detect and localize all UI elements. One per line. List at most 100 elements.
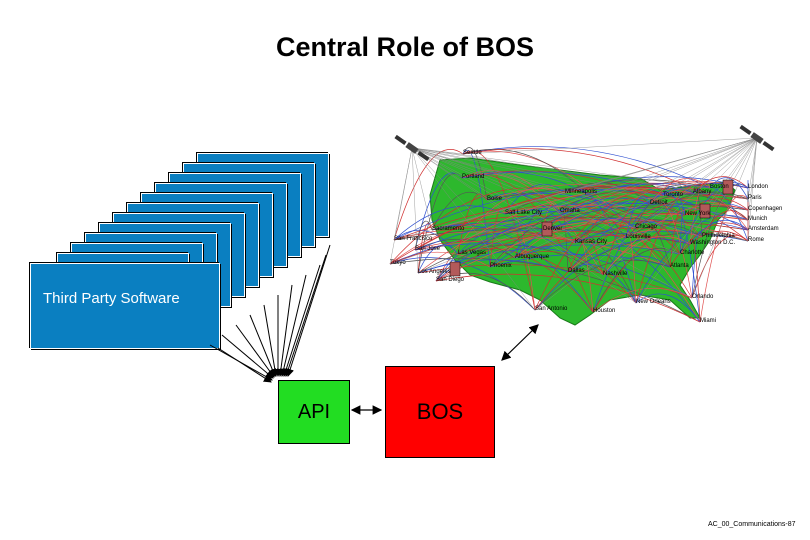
bos-map-link: [501, 324, 539, 361]
city-label: Boston: [710, 184, 729, 190]
network-link: [389, 229, 627, 265]
network-link: [462, 150, 701, 323]
city-label: Salt Lake City: [505, 210, 542, 216]
satellite-link: [411, 147, 703, 238]
server-icon: [699, 203, 711, 219]
network-link: [635, 293, 701, 323]
network-link: [534, 238, 691, 311]
network-link: [602, 204, 749, 276]
network-link: [489, 193, 749, 268]
network-link: [489, 254, 671, 268]
network-link: [649, 178, 711, 205]
satellite-link: [411, 147, 749, 242]
network-link: [461, 173, 604, 276]
network-links: [389, 137, 758, 323]
network-link: [457, 207, 686, 255]
city-label: New Orleans: [636, 299, 671, 305]
satellite-link: [411, 147, 711, 189]
network-link: [504, 205, 627, 239]
city-label: Sacramento: [432, 226, 465, 232]
city-label: Albuquerque: [515, 254, 550, 260]
network-link: [435, 273, 701, 323]
network-link: [417, 223, 433, 274]
network-link: [649, 199, 693, 299]
city-label: Dallas: [568, 268, 585, 274]
satellite-link: [662, 137, 758, 197]
network-link: [414, 238, 681, 255]
city-label: Philadelphia: [702, 233, 735, 239]
city-label: Munich: [748, 216, 767, 222]
network-link: [669, 222, 749, 268]
api-box: API: [278, 380, 350, 444]
network-link: [592, 287, 693, 313]
network-link: [634, 219, 681, 255]
city-label: Minneapolis: [565, 189, 597, 195]
satellite-link: [462, 137, 758, 155]
network-link: [692, 186, 703, 238]
bos-box: BOS: [385, 366, 495, 458]
network-link: [689, 238, 701, 323]
satellite-link: [411, 147, 749, 221]
city-label: Louisville: [626, 234, 651, 240]
city-label: Tokyo: [390, 260, 406, 266]
city-label: San Antonio: [535, 306, 568, 312]
satellite-link: [417, 137, 758, 274]
city-label: Seattle: [463, 150, 482, 156]
satellite-link: [411, 147, 516, 259]
satellite-link: [389, 137, 758, 265]
satellite-link: [691, 137, 758, 299]
satellite-link: [635, 137, 758, 304]
network-link: [691, 231, 703, 299]
satellite-link: [411, 147, 749, 200]
network-link: [662, 192, 701, 323]
city-label: Boise: [487, 196, 503, 202]
server-icon: [722, 179, 734, 195]
satellite-link: [411, 147, 566, 194]
network-link: [417, 244, 459, 274]
satellite-link: [679, 137, 758, 255]
satellite-link: [393, 137, 758, 241]
network-link: [504, 202, 749, 221]
network-link: [457, 244, 604, 276]
satellite-icon-right: [739, 124, 775, 152]
city-label: Denver: [543, 226, 562, 232]
city-label: Atlanta: [670, 263, 689, 269]
satellite-link: [747, 137, 758, 221]
satellite-link: [411, 147, 664, 197]
network-link: [486, 184, 664, 201]
city-label: Chicago: [635, 224, 658, 230]
network-link: [435, 272, 536, 311]
network-link: [435, 183, 711, 282]
network-link: [625, 196, 651, 239]
network-link: [634, 200, 749, 229]
network-link: [689, 220, 749, 245]
network-link: [592, 188, 694, 313]
city-label: Amsterdam: [748, 226, 779, 232]
city-label: Phoenix: [490, 263, 512, 269]
satellite-link: [411, 147, 636, 229]
network-link: [417, 187, 694, 274]
slide-footer: AC_00_Communications-87: [708, 521, 796, 528]
city-label: Toronto: [663, 192, 684, 198]
network-link: [574, 235, 604, 276]
city-label: Orlando: [692, 294, 714, 300]
card-to-api-arrows: [209, 244, 331, 383]
city-label: San Jose: [415, 246, 441, 252]
third-party-software-label: Third Party Software: [43, 290, 180, 307]
satellite-link: [411, 147, 604, 276]
city-labels: SeattlePortlandMinneapolisBoiseOmahaSalt…: [390, 150, 782, 324]
network-link: [534, 260, 671, 311]
network-link: [669, 208, 686, 268]
network-link: [393, 189, 664, 241]
city-label: Paris: [748, 195, 762, 201]
satellite-link: [747, 137, 758, 200]
city-label: Washington D.C.: [690, 240, 735, 246]
network-link: [592, 247, 681, 313]
satellite-link: [389, 147, 413, 265]
network-link: [393, 149, 464, 241]
network-link: [462, 149, 491, 268]
city-label: Nashville: [603, 271, 628, 277]
satellite-link: [602, 137, 758, 276]
satellite-link: [411, 147, 561, 213]
